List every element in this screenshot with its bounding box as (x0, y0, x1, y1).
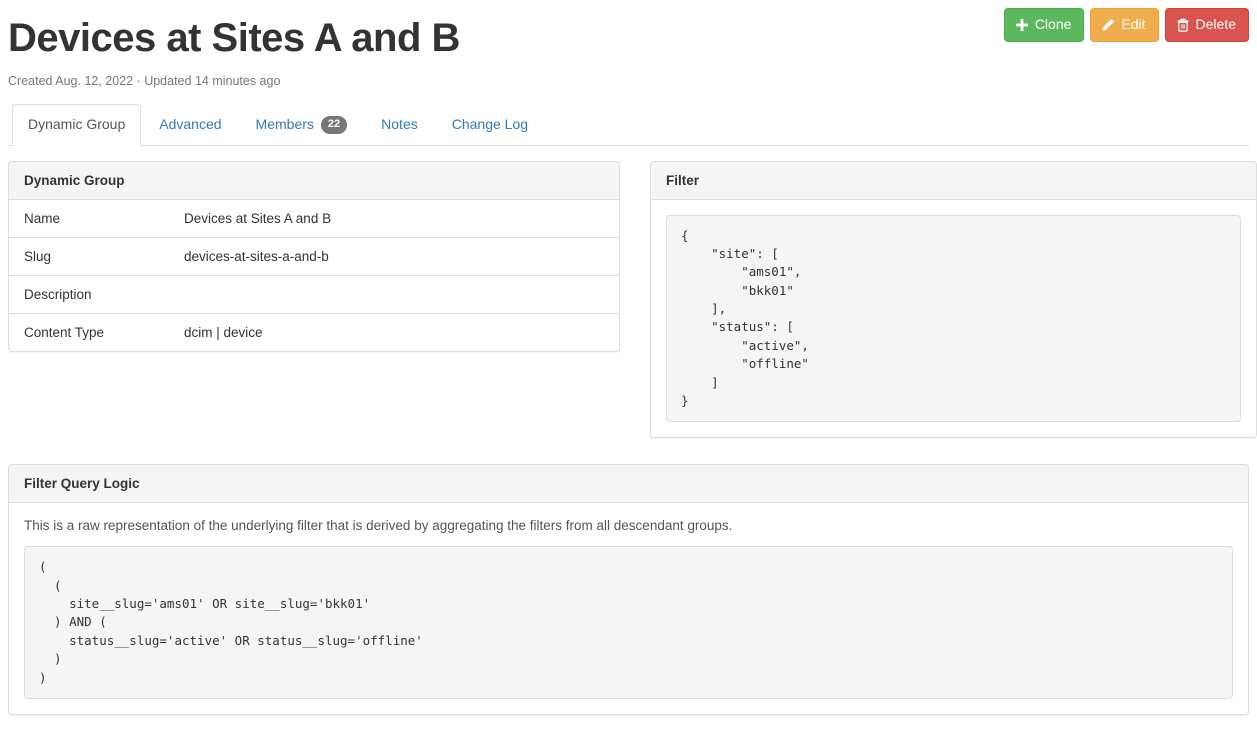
page-header: Clone Edit Delete (0, 0, 1257, 146)
tab-advanced-label: Advanced (159, 116, 222, 132)
clone-button-label: Clone (1034, 16, 1072, 32)
table-row: Content Type dcim | device (9, 313, 619, 351)
tab-members-label: Members (255, 116, 314, 132)
filter-panel-heading: Filter (651, 161, 1256, 200)
dynamic-group-attributes-table: Name Devices at Sites A and B Slug devic… (9, 200, 619, 351)
action-buttons: Clone Edit Delete (1003, 8, 1249, 42)
attr-key: Name (24, 210, 61, 226)
main-content: Dynamic Group Name Devices at Sites A an… (0, 160, 1257, 715)
filter-json-code: { "site": [ "ams01", "bkk01" ], "status"… (666, 214, 1241, 423)
tab-advanced-link[interactable]: Advanced (143, 104, 237, 146)
filter-query-logic-code: ( ( site__slug='ams01' OR site__slug='bk… (24, 546, 1233, 699)
tab-notes[interactable]: Notes (365, 104, 434, 146)
plus-icon (1015, 18, 1029, 32)
filter-panel: Filter { "site": [ "ams01", "bkk01" ], "… (650, 160, 1257, 439)
edit-button-label: Edit (1121, 16, 1146, 32)
left-column: Dynamic Group Name Devices at Sites A an… (8, 160, 620, 352)
right-column: Filter { "site": [ "ams01", "bkk01" ], "… (650, 160, 1257, 439)
tab-dynamic-group-label: Dynamic Group (28, 116, 126, 132)
tab-members[interactable]: Members 22 (240, 104, 364, 146)
top-row: Dynamic Group Name Devices at Sites A an… (8, 160, 1257, 439)
tab-dynamic-group[interactable]: Dynamic Group (12, 104, 142, 146)
table-row: Description (9, 275, 619, 314)
tab-change-log-link[interactable]: Change Log (436, 104, 544, 146)
filter-query-logic-panel-heading: Filter Query Logic (9, 465, 1248, 504)
attr-key: Content Type (24, 324, 105, 340)
tab-bar: Dynamic Group Advanced Members 22 Notes … (8, 104, 1249, 146)
tab-members-link[interactable]: Members 22 (240, 104, 364, 146)
attr-value: Devices at Sites A and B (184, 210, 332, 226)
tab-dynamic-group-link[interactable]: Dynamic Group (12, 104, 142, 146)
edit-button[interactable]: Edit (1090, 8, 1159, 42)
filter-query-logic-panel-body: This is a raw representation of the unde… (9, 503, 1248, 714)
attr-value: dcim | device (184, 324, 263, 340)
filter-query-logic-panel: Filter Query Logic This is a raw represe… (8, 464, 1249, 715)
pencil-icon (1101, 18, 1115, 32)
tab-change-log-label: Change Log (451, 116, 529, 132)
attr-key: Description (24, 286, 92, 302)
attr-value: devices-at-sites-a-and-b (184, 248, 329, 264)
page-meta: Created Aug. 12, 2022 · Updated 14 minut… (8, 74, 281, 88)
table-row: Name Devices at Sites A and B (9, 200, 619, 238)
dynamic-group-panel-heading: Dynamic Group (9, 161, 619, 200)
dynamic-group-panel: Dynamic Group Name Devices at Sites A an… (8, 160, 620, 352)
clone-button[interactable]: Clone (1003, 8, 1085, 42)
tab-notes-link[interactable]: Notes (365, 104, 434, 146)
filter-query-logic-description: This is a raw representation of the unde… (24, 518, 733, 534)
page-title: Devices at Sites A and B (8, 16, 460, 60)
tab-notes-label: Notes (381, 116, 418, 132)
filter-panel-body: { "site": [ "ams01", "bkk01" ], "status"… (651, 200, 1256, 438)
attr-value (169, 275, 619, 313)
tab-advanced[interactable]: Advanced (143, 104, 237, 146)
members-count-badge: 22 (320, 115, 348, 134)
attr-key: Slug (24, 248, 52, 264)
delete-button[interactable]: Delete (1164, 8, 1249, 42)
tab-change-log[interactable]: Change Log (436, 104, 544, 146)
table-row: Slug devices-at-sites-a-and-b (9, 237, 619, 276)
delete-button-label: Delete (1195, 16, 1236, 32)
trash-icon (1176, 18, 1190, 32)
